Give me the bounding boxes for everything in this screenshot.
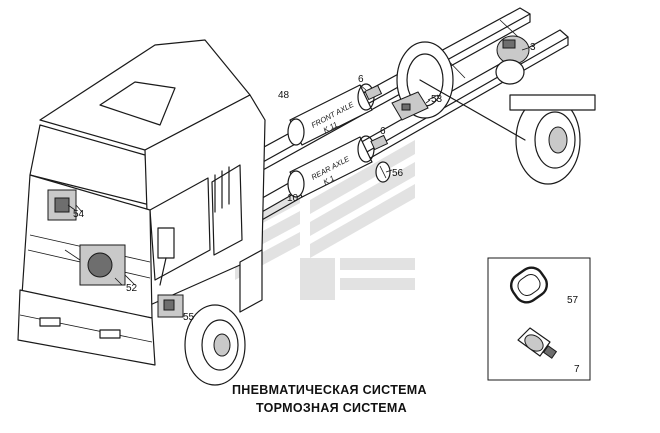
component-52-valve-assembly xyxy=(64,244,136,286)
leader-lines xyxy=(67,47,529,286)
callout-7: 7 xyxy=(574,364,580,375)
parts-inset-box: 57 7 xyxy=(487,257,591,381)
front-wheel xyxy=(184,249,263,386)
watermark-logo xyxy=(235,140,415,300)
callout-54: 54 xyxy=(73,209,85,220)
callout-57: 57 xyxy=(567,295,579,306)
callout-56: 56 xyxy=(392,168,404,179)
callout-6-upper: 6 xyxy=(358,74,364,85)
rear-axle xyxy=(396,41,596,185)
callout-52: 52 xyxy=(126,283,138,294)
component-7-pressure-switch xyxy=(517,327,558,359)
front-axle-air-tank: FRONT AXLE K 11 xyxy=(287,83,375,146)
rear-axle-air-tank: REAR AXLE K 1 xyxy=(287,135,375,198)
callout-53: 53 xyxy=(431,94,443,105)
callout-6-lower: 6 xyxy=(380,126,386,137)
callout-55: 55 xyxy=(183,312,195,323)
title-line-2: ТОРМОЗНАЯ СИСТЕМА xyxy=(256,401,407,415)
callout-48: 48 xyxy=(278,90,290,101)
component-54-air-dryer xyxy=(47,189,83,221)
component-55-valve xyxy=(157,294,184,318)
callout-3: 3 xyxy=(530,42,536,53)
component-57-seal-ring xyxy=(509,266,549,304)
callout-labels: 48 6 53 3 6 56 10 54 52 55 xyxy=(73,42,536,323)
callout-10: 10 xyxy=(287,193,299,204)
title-line-1: ПНЕВМАТИЧЕСКАЯ СИСТЕМА xyxy=(232,383,427,397)
component-6-fitting-lower xyxy=(370,134,389,151)
component-6-fitting-upper xyxy=(359,84,383,101)
component-56-sensor xyxy=(375,161,391,183)
component-3-brake-actuator xyxy=(495,35,530,85)
component-53-valve-block xyxy=(391,91,439,121)
